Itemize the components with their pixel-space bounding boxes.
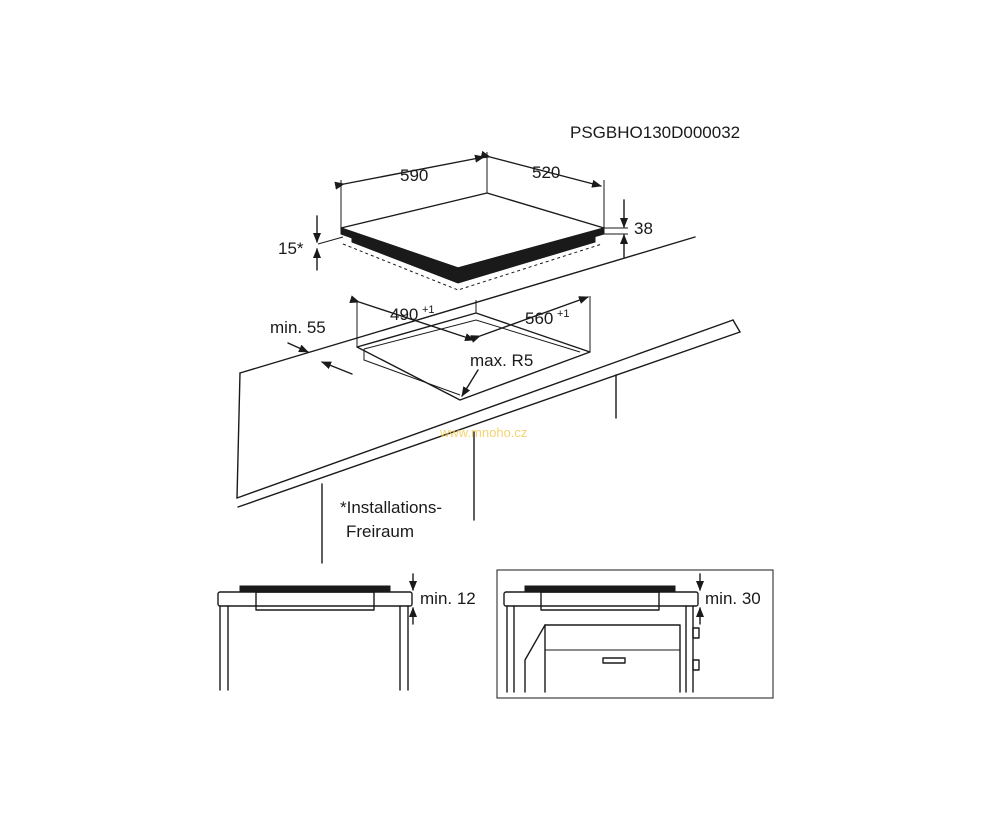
hob-3d	[317, 192, 628, 291]
note-line-2: Freiraum	[346, 522, 414, 541]
dim-depth: 520	[480, 150, 605, 228]
dim-cutout-width-tol: +1	[422, 304, 435, 316]
dim-cutout-depth-tol: +1	[557, 308, 570, 320]
detail-right-worktop	[503, 591, 699, 607]
product-code: PSGBHO130D000032	[570, 123, 740, 142]
dim-cutout-depth-label: 560	[525, 309, 553, 328]
hob-body	[351, 235, 596, 284]
dim-cutout-width: 490 +1	[349, 295, 475, 341]
worktop-left-edge	[236, 372, 241, 499]
hob-glass-top	[340, 192, 605, 269]
note-line-1: *Installations-	[340, 498, 442, 517]
detail-right-hob-glass	[524, 585, 676, 592]
detail-left-hob-glass	[239, 585, 391, 592]
dim-cutout-width-label: 490	[390, 305, 418, 324]
detail-left-worktop	[217, 591, 413, 607]
dim-radius: max. R5	[461, 351, 533, 397]
detail-right-label: min. 30	[705, 589, 761, 608]
dim-edge-min-label: min. 55	[270, 318, 326, 337]
dim-radius-label: max. R5	[470, 351, 533, 370]
detail-right-hob-body	[540, 591, 660, 611]
dim-width-label: 590	[400, 166, 428, 185]
dim-width: 590	[334, 152, 488, 228]
detail-left: min. 12	[217, 573, 476, 691]
dim-gap: 15*	[278, 215, 321, 271]
detail-left-hob-body	[255, 591, 375, 611]
oven-handle	[602, 657, 626, 664]
cutout-inner-left	[363, 349, 461, 396]
worktop-front-top	[236, 319, 734, 499]
dim-depth-label: 520	[532, 163, 560, 182]
dim-cutout-depth: 560 +1	[470, 296, 589, 343]
watermark: www.mnoho.cz	[439, 425, 527, 440]
gap-extension-line	[317, 236, 344, 245]
detail-left-label: min. 12	[420, 589, 476, 608]
installation-space-line	[342, 243, 603, 291]
detail-right-frame	[496, 569, 774, 699]
dim-height: 38	[620, 199, 653, 258]
dim-edge-min: min. 55	[270, 318, 353, 375]
worktop-front-bottom	[237, 331, 741, 508]
worktop	[236, 236, 741, 564]
worktop-right-edge	[732, 319, 741, 333]
dim-gap-label: 15*	[278, 239, 304, 258]
detail-right: min. 30	[496, 569, 774, 699]
dim-height-label: 38	[634, 219, 653, 238]
